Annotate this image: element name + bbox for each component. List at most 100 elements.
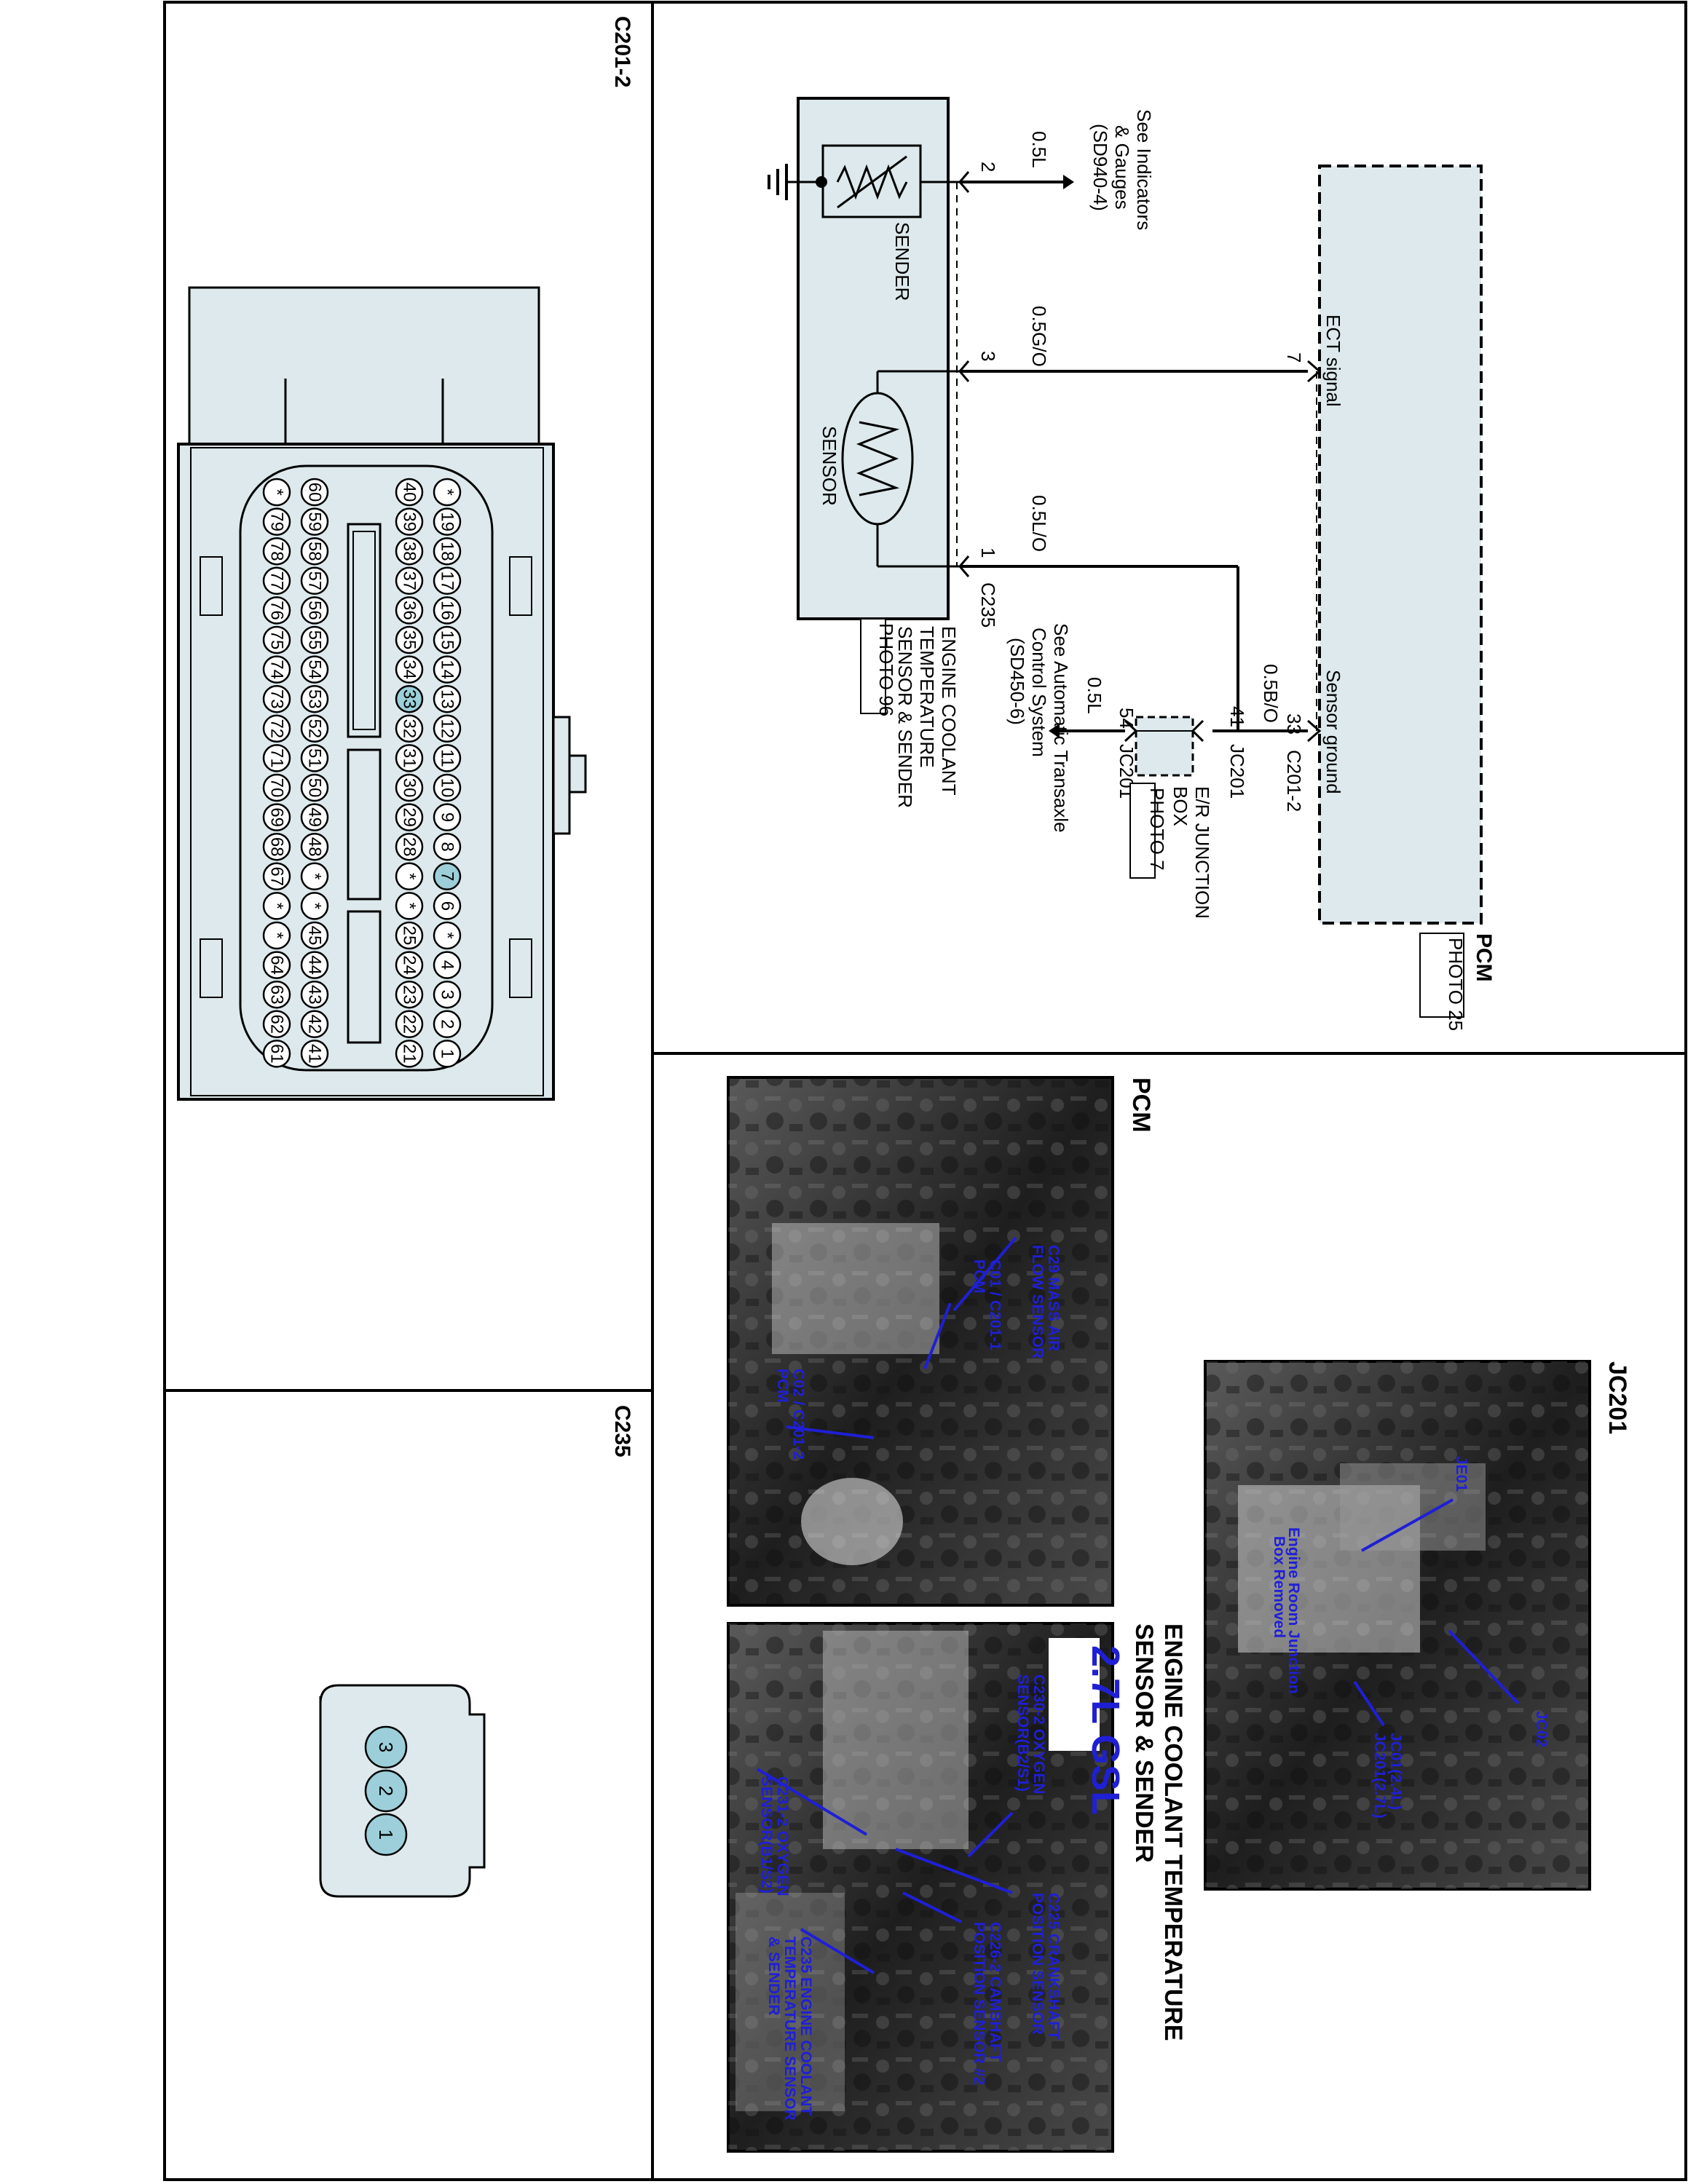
c201-pin — [433, 714, 462, 743]
see-gauges-line-1: See Indicators — [1133, 109, 1155, 230]
c201-pin-label: 19 — [438, 512, 457, 531]
c201-pin-label: * — [305, 873, 325, 879]
c201-pin — [300, 980, 329, 1009]
c201-pin — [300, 1040, 329, 1068]
c201-pin — [395, 1040, 424, 1068]
c201-pin-label: 21 — [400, 1044, 419, 1064]
pcm-label: PCM — [1472, 933, 1496, 982]
c201-pin-label: 36 — [400, 601, 419, 620]
c201-pin — [395, 537, 424, 566]
pcm-label-c02-1: C02 / C201-2 — [790, 1369, 807, 1460]
c201-pin — [300, 892, 329, 920]
c201-pin-label: 30 — [400, 778, 419, 798]
c201-pin — [300, 773, 329, 802]
pcm-label-c29-2: FLOW SENSOR — [1029, 1245, 1046, 1358]
c201-pin-label: 33 — [400, 689, 419, 709]
c201-pin-label: 6 — [438, 901, 457, 911]
c201-pin — [395, 892, 424, 920]
c201-pin — [395, 980, 424, 1009]
c201-pin — [262, 507, 291, 536]
c201-pin — [262, 803, 291, 831]
c201-pin-label: * — [400, 873, 419, 879]
connector-c201-2-label: C201-2 — [610, 16, 634, 87]
c201-pin — [300, 862, 329, 891]
c201-pin-label: 39 — [400, 512, 419, 531]
c201-pin — [262, 566, 291, 596]
c201-pin — [433, 625, 462, 654]
connector-c235-label: C235 — [610, 1405, 634, 1457]
see-gauges-line-2: & Gauges — [1111, 125, 1133, 210]
see-atcs-line-2: Control System — [1028, 628, 1050, 757]
er-photo-label: PHOTO 7 — [1146, 788, 1168, 871]
c201-pin — [262, 744, 291, 772]
photo-pcm: PCM C29 MASS AIR FLOW SENSOR C01 / C201-… — [727, 1076, 1155, 1607]
ect-label-c231-1: C231-2 OXYGEN — [774, 1776, 791, 1896]
c201-pin-label: 34 — [400, 660, 419, 679]
c201-pin-label: * — [438, 488, 457, 495]
c201-pin-label: 40 — [400, 483, 419, 502]
c201-pin — [395, 832, 424, 861]
c201-2-pin-connector-label: C201-2 — [1283, 750, 1305, 812]
c201-pin — [262, 862, 291, 891]
c201-pin — [395, 507, 424, 536]
c235-pin-label: 3 — [375, 1742, 397, 1752]
c201-pin — [262, 1040, 291, 1068]
c201-pin-label: 63 — [267, 985, 287, 1005]
c201-pin-label: 4 — [438, 960, 457, 970]
sender-label: SENDER — [891, 222, 913, 301]
c201-pin — [433, 655, 462, 684]
c201-pin — [300, 921, 329, 950]
c201-pin-label: * — [267, 903, 287, 909]
c201-pin — [300, 655, 329, 684]
ect-label-c226-2: POSITION SENSOR #2 — [971, 1922, 987, 2085]
c201-pin-label: 7 — [438, 871, 457, 881]
ect-label-c230-2: SENSOR(B2/S1) — [1014, 1674, 1031, 1792]
c201-pin-label: 41 — [305, 1044, 325, 1064]
er-junction-box — [1135, 716, 1194, 777]
c201-pin-label: 43 — [305, 985, 325, 1005]
c201-pin-label: 64 — [267, 955, 287, 975]
c201-pin — [262, 921, 291, 950]
c201-pin — [262, 832, 291, 861]
c201-pin-label: 17 — [438, 571, 457, 590]
c201-pin — [395, 803, 424, 831]
ect-label-c235-2: TEMPERATURE SENSOR — [781, 1936, 798, 2121]
c201-pin-label: 75 — [267, 630, 287, 650]
component-name-line-1: ENGINE COOLANT — [938, 626, 960, 796]
c201-pin-label: 22 — [400, 1014, 419, 1034]
c201-pin-label: 29 — [400, 807, 419, 827]
c201-pin — [262, 980, 291, 1009]
component-pin-3: 3 — [977, 351, 999, 361]
sensor-ground-label: Sensor ground — [1322, 670, 1344, 794]
c201-pin-label: 11 — [438, 749, 457, 767]
component-name-line-2: TEMPERATURE — [916, 626, 938, 768]
c201-pin-label: 28 — [400, 837, 419, 857]
ect-label-c230-1: C230-2 OXYGEN — [1030, 1674, 1047, 1795]
c201-pin-label: 9 — [438, 812, 457, 822]
photo-jc201-title: JC201 — [1604, 1361, 1631, 1434]
c201-pin — [395, 862, 424, 891]
c201-pin — [395, 566, 424, 596]
c201-pin-label: 2 — [438, 1019, 457, 1029]
c201-pin — [433, 892, 462, 920]
photo-ect-title-1: ENGINE COOLANT TEMPERATURE — [1159, 1623, 1187, 2041]
wire-05bo-label: 0.5B/O — [1260, 664, 1282, 723]
ect-label-c226-1: C226-2 CAMSHAFT — [987, 1922, 1003, 2062]
photo-ect-badge: 2.7L GSL — [1084, 1645, 1127, 1815]
connector-c235: C235 321 — [319, 1405, 634, 1898]
c201-pin-label: 44 — [305, 955, 325, 975]
jc-pin-54-label: 54 — [1116, 708, 1137, 729]
c201-pin — [300, 684, 329, 713]
sensor-thermistor-icon — [841, 392, 914, 526]
pcm-label-c02-2: PCM — [774, 1369, 791, 1403]
pcm-photo-box — [1419, 933, 1464, 1018]
c235-pin — [364, 1813, 408, 1856]
jc201-label-er-box-1: Engine Room Junction — [1285, 1527, 1302, 1694]
c201-pin-label: 71 — [267, 748, 287, 768]
c201-pin-label: 37 — [400, 571, 419, 590]
c201-pin — [300, 1010, 329, 1039]
c201-pin-label: 55 — [305, 630, 325, 650]
c201-pin-label: 45 — [305, 926, 325, 946]
c201-pin — [433, 684, 462, 713]
c201-pin-label: 12 — [438, 719, 457, 738]
